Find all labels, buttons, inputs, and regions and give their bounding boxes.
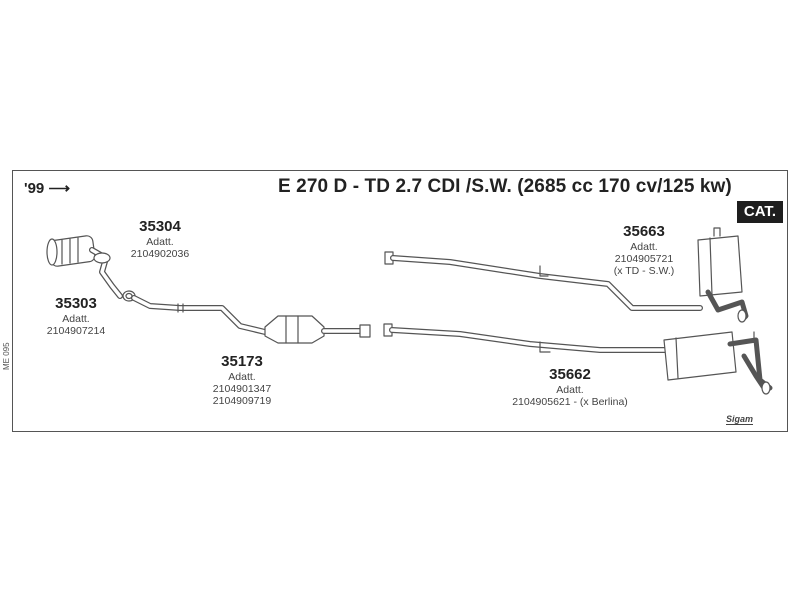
year-label: '99 ⟶ <box>24 179 70 197</box>
vehicle-title: E 270 D - TD 2.7 CDI /S.W. (2685 cc 170 … <box>278 176 732 197</box>
part-number: 35303 <box>55 295 97 312</box>
part-variant: (x TD - S.W.) <box>613 265 675 277</box>
part-35663-label: 35663 Adatt. 2104905721 (x TD - S.W.) <box>594 223 694 277</box>
part-35663-rear-assembly <box>384 227 749 323</box>
part-code: 2104909719 <box>212 395 272 407</box>
part-code: 2104905721 <box>614 253 674 265</box>
part-35173-label: 35173 Adatt. 2104901347 2104909719 <box>194 353 290 407</box>
brand-logo: Sigam <box>726 414 754 425</box>
part-code: 2104902036 <box>130 248 190 260</box>
part-35304-front-pipe <box>131 295 268 335</box>
part-number: 35663 <box>623 223 665 240</box>
side-code: ME 095 <box>2 342 11 370</box>
part-note: Adatt. <box>630 241 658 253</box>
part-number: 35304 <box>139 218 181 235</box>
year-text: '99 <box>24 180 45 197</box>
part-code: 2104901347 <box>212 383 272 395</box>
part-35662-rear-assembly <box>383 323 773 395</box>
part-code: 2104907214 <box>46 325 106 337</box>
part-note: Adatt. <box>146 236 174 248</box>
part-35173-catalyst <box>264 315 371 344</box>
part-note: Adatt. <box>556 384 584 396</box>
cat-badge: CAT. <box>737 201 783 223</box>
part-code: 2104905621 - (x Berlina) <box>512 396 628 408</box>
part-number: 35173 <box>221 353 263 370</box>
part-note: Adatt. <box>228 371 256 383</box>
part-number: 35662 <box>549 366 591 383</box>
arrow-right-icon: ⟶ <box>48 180 70 197</box>
part-35303-catalyst <box>46 235 123 299</box>
part-note: Adatt. <box>62 313 90 325</box>
part-35662-label: 35662 Adatt. 2104905621 - (x Berlina) <box>492 366 648 408</box>
part-35303-label: 35303 Adatt. 2104907214 <box>28 295 124 337</box>
part-35304-label: 35304 Adatt. 2104902036 <box>112 218 208 260</box>
